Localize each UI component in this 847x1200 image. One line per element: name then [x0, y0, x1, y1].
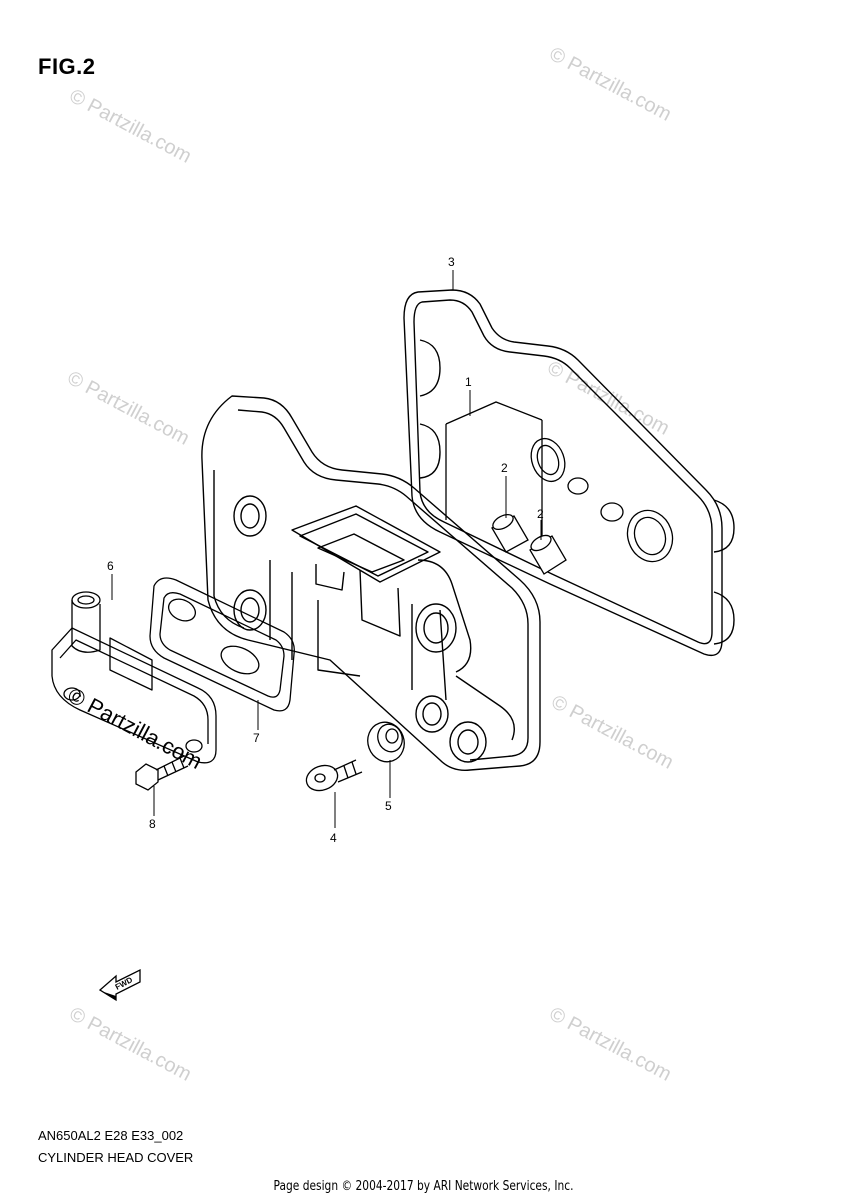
cylinder-head-cover — [201, 395, 541, 771]
watermark: © Partzilla.com — [66, 85, 195, 168]
bolt-part-8 — [135, 755, 189, 791]
washer-part-5 — [367, 721, 405, 763]
callout-7: 7 — [253, 731, 260, 745]
diagram-name: CYLINDER HEAD COVER — [38, 1150, 194, 1165]
callout-5: 5 — [385, 799, 392, 813]
diagram-code: AN650AL2 E28 E33_002 — [38, 1128, 184, 1143]
copyright-notice: Page design © 2004-2017 by ARI Network S… — [273, 1179, 574, 1194]
seal-part-1 — [445, 401, 674, 563]
gasket-part-3 — [403, 289, 735, 657]
callout-6: 6 — [107, 559, 114, 573]
callout-4: 4 — [330, 831, 337, 845]
watermark: © Partzilla.com — [64, 367, 193, 450]
leader-lines — [111, 270, 542, 828]
callouts: 3 1 2 2 6 7 5 8 4 — [107, 255, 544, 845]
watermark: © Partzilla.com — [546, 43, 675, 126]
callout-1: 1 — [465, 375, 472, 389]
breather-cover-part-6 — [51, 591, 217, 764]
watermark: © Partzilla.com — [546, 1003, 675, 1086]
figure-title: FIG.2 — [38, 54, 96, 79]
watermark: © Partzilla.com — [548, 691, 677, 774]
dowel-pins-part-2 — [491, 513, 567, 575]
callout-8: 8 — [149, 817, 156, 831]
bolt-part-4 — [305, 759, 363, 792]
fwd-arrow-icon: FWD — [98, 968, 141, 1002]
callout-3: 3 — [448, 255, 455, 269]
watermarks: © Partzilla.com © Partzilla.com © Partzi… — [64, 43, 677, 1086]
callout-2: 2 — [537, 507, 544, 521]
watermark: © Partzilla.com — [66, 1003, 195, 1086]
callout-2: 2 — [501, 461, 508, 475]
watermark: © Partzilla.com — [544, 357, 673, 440]
watermark-dark: © Partzilla.com — [64, 682, 207, 774]
gasket-part-7 — [149, 577, 295, 712]
